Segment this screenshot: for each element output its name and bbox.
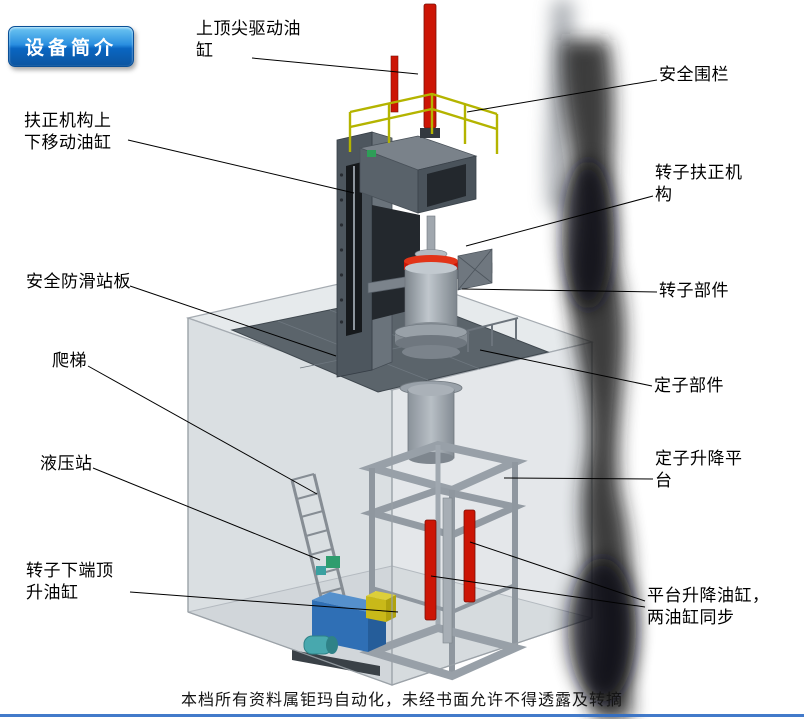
smoke-shadow xyxy=(547,0,636,719)
label-stator-lift-platform: 定子升降平 台 xyxy=(655,449,743,492)
label-rotor-bottom-jack-cylinder: 转子下端顶 升油缸 xyxy=(26,561,114,604)
label-safety-antislip-board: 安全防滑站板 xyxy=(26,272,131,292)
label-ladder: 爬梯 xyxy=(52,351,87,371)
copyright-footer: 本档所有资料属钜玛自动化，未经书面允许不得透露及转摘 xyxy=(180,690,623,709)
platform-side-railing xyxy=(461,317,519,352)
safety-railing-graphic xyxy=(348,92,499,154)
label-platform-lift-cylinders: 平台升降油缸， 两油缸同步 xyxy=(647,586,770,629)
title-badge-label: 设备简介 xyxy=(25,37,118,59)
rotor-assembly-graphic xyxy=(367,215,493,359)
press-frame-graphic xyxy=(336,131,478,378)
bottom-divider xyxy=(0,714,804,717)
label-top-tip-drive-cylinder: 上顶尖驱动油 缸 xyxy=(196,19,301,62)
label-rotor-component: 转子部件 xyxy=(659,281,729,301)
label-rotor-centering-mechanism: 转子扶正机 构 xyxy=(655,163,743,206)
label-stator-component: 定子部件 xyxy=(654,376,724,396)
label-hydraulic-station: 液压站 xyxy=(40,454,93,474)
label-safety-fence: 安全围栏 xyxy=(659,65,729,85)
platform-lift-cylinders-graphic xyxy=(424,497,476,644)
leader-lines xyxy=(87,57,658,613)
enclosure-front-edges xyxy=(187,318,593,686)
hydraulic-station-graphic xyxy=(292,556,396,676)
title-badge: 设备简介 xyxy=(8,26,135,67)
label-centering-updown-cylinder: 扶正机构上 下移动油缸 xyxy=(24,111,112,154)
